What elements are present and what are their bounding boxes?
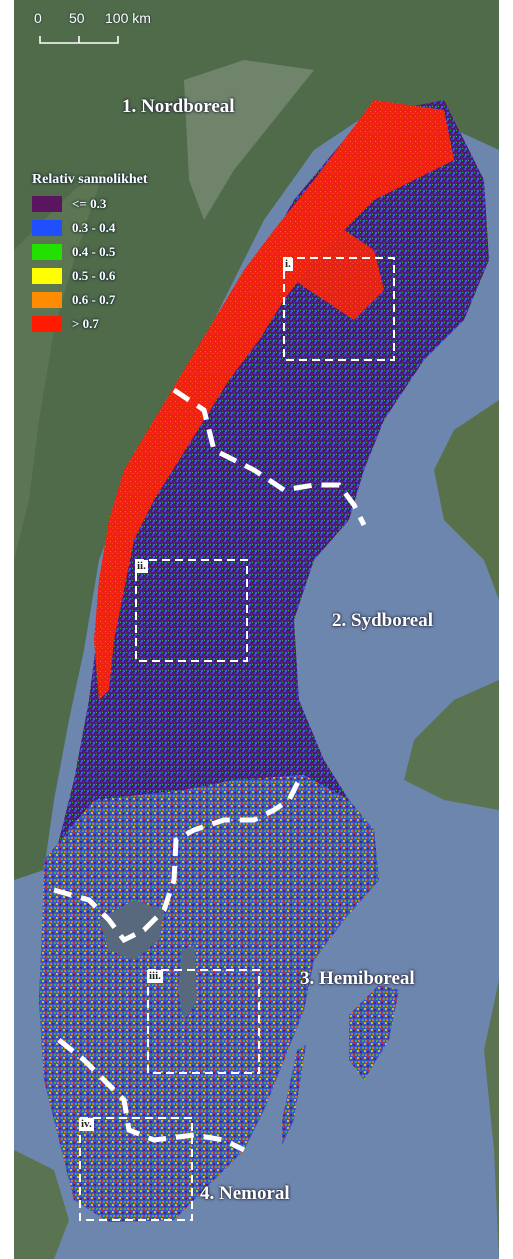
region-label-hemiboreal: 3. Hemiboreal xyxy=(300,968,415,989)
region-label-sydboreal: 2. Sydboreal xyxy=(332,610,434,631)
lake-vanern xyxy=(99,900,164,960)
inset-i[interactable] xyxy=(283,257,395,361)
sweden-map[interactable] xyxy=(14,0,499,1259)
inset-ii[interactable] xyxy=(135,559,248,662)
scale-label-50: 50 xyxy=(69,10,85,26)
scale-line xyxy=(39,36,119,44)
finland-south-land xyxy=(404,680,499,810)
gotland-island xyxy=(349,985,399,1080)
high-probability-band xyxy=(94,100,454,700)
scale-bar: 0 50 100 km xyxy=(34,10,151,50)
inset-iii[interactable] xyxy=(147,969,260,1074)
norway-coast xyxy=(14,170,104,560)
finland-land xyxy=(434,400,499,600)
denmark-land xyxy=(14,1150,69,1259)
legend-swatch xyxy=(32,268,62,284)
legend-label: <= 0.3 xyxy=(72,196,107,211)
legend-items: <= 0.3 0.3 - 0.4 0.4 - 0.5 0.5 - 0.6 0.6 - 0… xyxy=(32,196,148,332)
boundary-3-4 xyxy=(57,1038,246,1153)
legend-item: 0.4 - 0.5 xyxy=(32,244,148,260)
legend-item: <= 0.3 xyxy=(32,196,148,212)
legend-label: > 0.7 xyxy=(72,316,99,331)
inset-iv[interactable] xyxy=(79,1117,193,1221)
lake-vattern xyxy=(178,945,197,1020)
legend-title: Relativ sannolikhet xyxy=(32,172,148,187)
legend-swatch xyxy=(32,292,62,308)
baltic-land xyxy=(484,980,499,1259)
legend-item: 0.3 - 0.4 xyxy=(32,220,148,236)
legend-item: > 0.7 xyxy=(32,316,148,332)
legend-item: 0.6 - 0.7 xyxy=(32,292,148,308)
boundary-1-2 xyxy=(172,387,367,527)
scale-label-0: 0 xyxy=(34,10,42,26)
region-label-nemoral: 4. Nemoral xyxy=(200,1183,290,1204)
boundary-2-3 xyxy=(53,778,302,944)
inset-label-i: i. xyxy=(283,258,293,271)
legend-label: 0.4 - 0.5 xyxy=(72,244,116,259)
legend: Relativ sannolikhet <= 0.3 0.3 - 0.4 0.4 -… xyxy=(32,172,148,332)
region-label-nordboreal: 1. Nordboreal xyxy=(122,96,235,117)
oland-island xyxy=(282,1045,306,1145)
legend-swatch xyxy=(32,220,62,236)
legend-label: 0.3 - 0.4 xyxy=(72,220,116,235)
legend-label: 0.6 - 0.7 xyxy=(72,292,116,307)
legend-item: 0.5 - 0.6 xyxy=(32,268,148,284)
legend-swatch xyxy=(32,244,62,260)
inset-label-iii: iii. xyxy=(147,970,163,983)
norway-land xyxy=(14,0,499,880)
legend-swatch xyxy=(32,316,62,332)
high-probability-north xyxy=(294,230,384,320)
legend-label: 0.5 - 0.6 xyxy=(72,268,116,283)
scale-label-100: 100 km xyxy=(105,10,151,26)
legend-swatch xyxy=(32,196,62,212)
mountains xyxy=(184,60,314,220)
inset-label-iv: iv. xyxy=(79,1118,94,1131)
map-frame: 0 50 100 km 1. Nordboreal 2. Sydboreal 3… xyxy=(14,0,499,1259)
inset-label-ii: ii. xyxy=(135,560,148,573)
